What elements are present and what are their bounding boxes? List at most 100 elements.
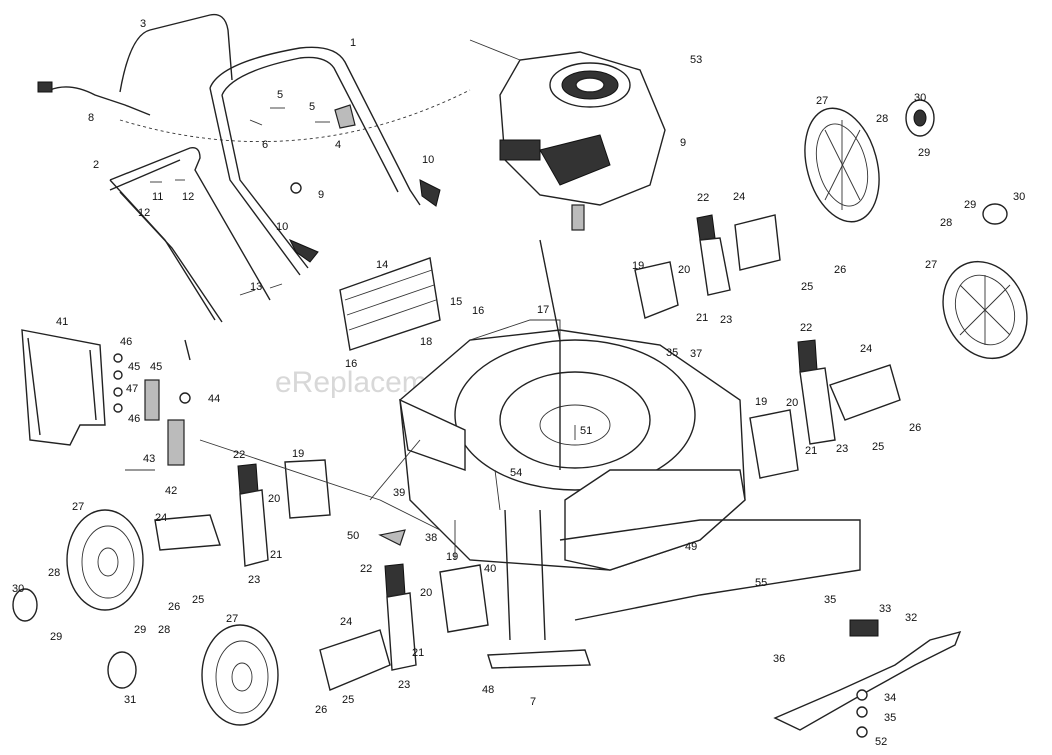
callout-31: 32 xyxy=(905,612,917,624)
callout-16a: 16 xyxy=(472,305,484,317)
callout-37: 38 xyxy=(425,532,437,544)
callout-27b: 27 xyxy=(925,259,937,271)
callout-26d: 26 xyxy=(315,704,327,716)
callout-24c: 24 xyxy=(155,512,167,524)
callout-29c: 29 xyxy=(50,631,62,643)
callout-23d: 23 xyxy=(398,679,410,691)
callout-28c: 28 xyxy=(48,567,60,579)
callout-45a: 45 xyxy=(128,361,140,373)
callout-54: 55 xyxy=(755,577,767,589)
wheel-right-rear xyxy=(804,107,880,223)
callout-26b: 26 xyxy=(909,422,921,434)
callout-32: 33 xyxy=(879,603,891,615)
callout-49: 50 xyxy=(347,530,359,542)
callout-25b: 25 xyxy=(872,441,884,453)
callout-14: 14 xyxy=(376,259,388,271)
callout-35b: 35 xyxy=(824,594,836,606)
callout-22a: 22 xyxy=(697,192,709,204)
callout-20a: 20 xyxy=(678,264,690,276)
callout-12b: 12 xyxy=(182,191,194,203)
callout-27a: 27 xyxy=(816,95,828,107)
callout-10a: 10 xyxy=(422,154,434,166)
wheel-left-front xyxy=(201,624,279,726)
callout-9: 9 xyxy=(318,189,324,201)
callout-45b: 46 xyxy=(128,413,140,425)
callout-48: 49 xyxy=(685,541,697,553)
callout-46b: 47 xyxy=(126,383,138,395)
callout-40: 41 xyxy=(56,316,68,328)
callout-21b: 21 xyxy=(805,445,817,457)
callout-7: 7 xyxy=(530,696,536,708)
callout-labels: 1 2 3 4 5 5 6 7 8 9 10 10 11 12 12 13 14… xyxy=(12,18,1025,748)
callout-26a: 26 xyxy=(834,264,846,276)
callout-21a: 21 xyxy=(696,312,708,324)
callout-34: 35 xyxy=(884,712,896,724)
callout-55: 9 xyxy=(680,137,686,149)
handle-knobs xyxy=(288,179,441,263)
height-adjuster-right-front xyxy=(797,339,901,445)
callout-53: 54 xyxy=(510,467,522,479)
adjuster-plates xyxy=(284,261,799,633)
callout-8: 8 xyxy=(88,112,94,124)
callout-11: 11 xyxy=(152,191,163,203)
callout-30a: 30 xyxy=(914,92,926,104)
callout-22b: 22 xyxy=(800,322,812,334)
callout-23c: 23 xyxy=(248,574,260,586)
rear-baffle xyxy=(339,257,441,351)
discharge-chute xyxy=(21,329,106,446)
cable-control xyxy=(37,81,111,101)
callout-6: 6 xyxy=(262,139,268,151)
callout-33: 34 xyxy=(884,692,896,704)
callout-17: 17 xyxy=(537,304,549,316)
callout-19c: 19 xyxy=(292,448,304,460)
callout-21d: 21 xyxy=(412,647,424,659)
callout-43: 44 xyxy=(208,393,220,405)
callout-5a: 5 xyxy=(277,89,283,101)
callout-2: 2 xyxy=(93,159,99,171)
callout-52: 53 xyxy=(690,54,702,66)
callout-12a: 12 xyxy=(138,207,150,219)
small-hardware xyxy=(150,104,356,296)
callout-51: 52 xyxy=(875,736,887,748)
callout-16b: 16 xyxy=(345,358,357,370)
callout-35c: 36 xyxy=(773,653,785,665)
callout-3: 3 xyxy=(140,18,146,30)
wheel-left-rear xyxy=(66,509,144,611)
callout-24d: 24 xyxy=(340,616,352,628)
callout-46a: 46 xyxy=(120,336,132,348)
callout-4: 4 xyxy=(335,139,341,151)
upper-handle xyxy=(109,13,421,276)
callout-42: 43 xyxy=(143,453,155,465)
callout-35a: 35 xyxy=(666,347,678,359)
callout-27c: 27 xyxy=(72,501,84,513)
hinge-parts xyxy=(113,353,191,466)
leader-lines xyxy=(125,425,576,560)
callout-22d: 22 xyxy=(360,563,372,575)
callout-20c: 20 xyxy=(268,493,280,505)
callout-44: 45 xyxy=(150,361,162,373)
lower-parts xyxy=(184,239,591,669)
callout-47: 48 xyxy=(482,684,494,696)
callout-15: 15 xyxy=(450,296,462,308)
wheel-right-front xyxy=(942,260,1028,360)
callout-50: 51 xyxy=(580,425,592,437)
callout-28a: 28 xyxy=(876,113,888,125)
callout-20b: 20 xyxy=(786,397,798,409)
mower-deck xyxy=(399,319,861,621)
callout-13: 13 xyxy=(250,281,262,293)
callout-27d: 27 xyxy=(226,613,238,625)
handle-outline-dashed xyxy=(119,89,471,143)
callout-23b: 23 xyxy=(836,443,848,455)
callout-36: 37 xyxy=(690,348,702,360)
callout-19b: 19 xyxy=(755,396,767,408)
callout-5b: 5 xyxy=(309,101,315,113)
callout-41: 42 xyxy=(165,485,177,497)
callout-1: 1 xyxy=(350,37,356,49)
callout-24a: 24 xyxy=(733,191,745,203)
lower-handle xyxy=(109,147,271,323)
callout-30c: 30 xyxy=(12,583,24,595)
callout-19a: 19 xyxy=(632,260,644,272)
callout-29b: 29 xyxy=(964,199,976,211)
callout-19d: 19 xyxy=(446,551,458,563)
